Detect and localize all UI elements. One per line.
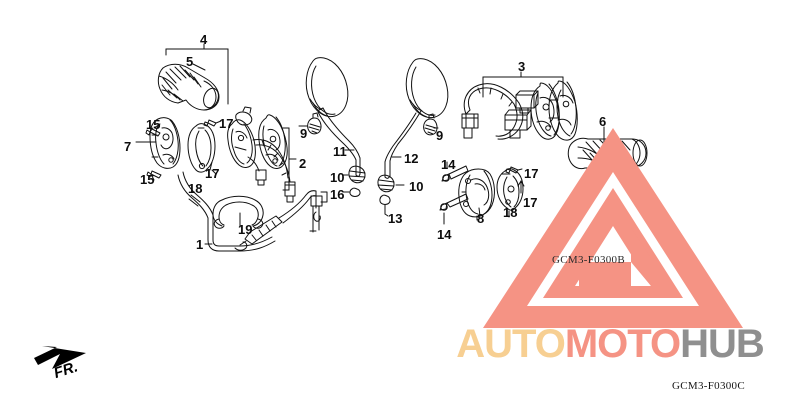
part-18-clamp-left xyxy=(187,123,217,175)
callout-2-left-handlebar-switch: 2 xyxy=(299,156,307,171)
callout-12-mirror-right: 12 xyxy=(404,151,419,166)
part-left-grip xyxy=(157,63,220,111)
leader-5 xyxy=(192,63,206,71)
part-14-bolts xyxy=(439,161,469,225)
part-1-throttle-cable xyxy=(177,171,328,252)
callout-4-left-grip-assembly: 4 xyxy=(200,32,208,47)
callout-15-screw-upper: 15 xyxy=(146,117,161,132)
callout-5-left-grip-rubber: 5 xyxy=(186,54,194,69)
callout-6-throttle-grip: 6 xyxy=(599,114,607,129)
part-15-screws xyxy=(145,123,162,181)
part-11-mirror-left xyxy=(305,57,361,177)
callout-9-mirror-nut-left: 9 xyxy=(300,126,308,141)
part-10-boot-right xyxy=(377,174,405,193)
bracket-4 xyxy=(165,43,229,105)
leader-15-lower xyxy=(151,175,155,181)
callout-14-bolt-upper: 14 xyxy=(441,157,456,172)
leader-13 xyxy=(384,213,389,217)
leader-8 xyxy=(478,207,481,217)
callout-17-screw-lower: 17 xyxy=(205,166,220,181)
bracket-3 xyxy=(482,71,564,98)
callout-15-screw-lower: 15 xyxy=(140,172,155,187)
callout-9-mirror-nut-right: 9 xyxy=(436,128,444,143)
callout-7-clutch-lever-holder: 7 xyxy=(124,139,132,154)
part-9-nut-right xyxy=(423,113,439,136)
callout-3-right-handlebar-switch: 3 xyxy=(518,59,526,74)
callout-14-bolt-lower: 14 xyxy=(437,227,452,242)
part-code-top: GCM3-F0300B xyxy=(552,254,625,266)
callout-16-mirror-cap: 16 xyxy=(330,187,345,202)
part-17-screws-left xyxy=(203,119,222,171)
part-3-right-switch xyxy=(461,80,578,141)
part-2-left-switch xyxy=(227,106,297,203)
callout-18-clamp-left: 18 xyxy=(188,181,203,196)
callout-13-mirror-cap-right: 13 xyxy=(388,211,403,226)
leader-17-upper xyxy=(215,120,222,124)
leader-17-lower xyxy=(209,161,213,171)
part-19-clip xyxy=(212,195,264,229)
callout-8-brake-lever-holder: 8 xyxy=(477,211,485,226)
part-10-boot-left xyxy=(342,165,366,184)
part-7-clutch-lever-holder xyxy=(135,117,181,169)
callout-10-mirror-boot-left: 10 xyxy=(330,170,345,185)
part-code-bottom: GCM3-F0300C xyxy=(672,380,745,392)
leader-18 xyxy=(211,169,217,175)
part-13-cap-right xyxy=(379,194,391,217)
callout-17-screw-upper: 17 xyxy=(219,116,234,131)
part-9-nut-left xyxy=(298,112,322,135)
callout-10-mirror-boot-right: 10 xyxy=(409,179,424,194)
callout-19-cable-clip: 19 xyxy=(238,222,253,237)
part-16-cap xyxy=(342,187,361,197)
callout-1-throttle-cable: 1 xyxy=(196,237,204,252)
callout-11-mirror-left: 11 xyxy=(333,144,347,159)
leader-15-upper xyxy=(153,123,161,129)
